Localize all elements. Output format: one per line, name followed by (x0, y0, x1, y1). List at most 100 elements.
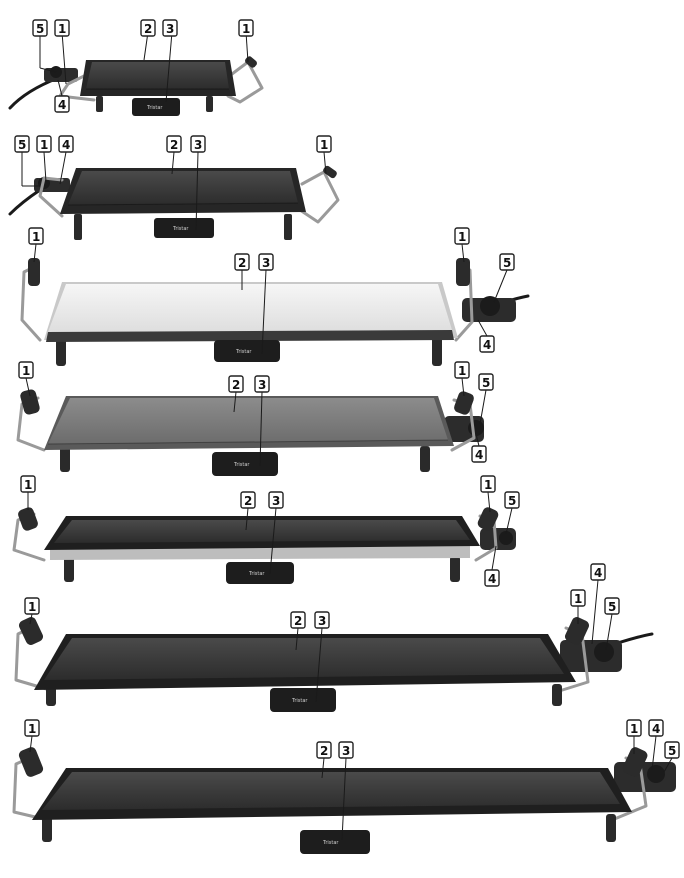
svg-text:1: 1 (574, 592, 582, 606)
griddle-model-5: Tristar (12, 507, 516, 584)
power-cord (8, 76, 60, 110)
callout-1: 1 (20, 475, 36, 493)
plate-edge (67, 202, 299, 206)
callout-4: 4 (648, 719, 664, 737)
callout-4: 4 (471, 445, 487, 463)
svg-text:2: 2 (320, 744, 328, 758)
callout-3: 3 (190, 135, 206, 153)
callout-2: 2 (166, 135, 182, 153)
svg-text:4: 4 (594, 566, 602, 580)
callout-2: 2 (240, 491, 256, 509)
callout-5: 5 (604, 597, 620, 615)
callout-3: 3 (268, 491, 284, 509)
plate-base (46, 330, 454, 342)
svg-text:3: 3 (342, 744, 350, 758)
callout-4: 4 (479, 335, 495, 353)
svg-text:5: 5 (503, 256, 511, 270)
svg-text:1: 1 (32, 230, 40, 244)
grill-plate (48, 284, 452, 332)
callout-3: 3 (162, 19, 178, 37)
griddle-model-4: Tristar (16, 389, 484, 476)
leg (432, 334, 442, 366)
callout-1: 1 (570, 589, 586, 607)
svg-text:3: 3 (166, 22, 174, 36)
drip-tray (300, 830, 370, 854)
leg (56, 334, 66, 366)
svg-text:3: 3 (318, 614, 326, 628)
callout-1: 1 (24, 597, 40, 615)
svg-text:4: 4 (652, 722, 660, 736)
svg-text:2: 2 (232, 378, 240, 392)
handle-grip (28, 258, 40, 286)
brand-logo: Tristar (235, 349, 252, 355)
callout-1: 1 (454, 361, 470, 379)
brand-logo: Tristar (233, 462, 250, 468)
brand-logo: Tristar (172, 226, 189, 232)
svg-text:1: 1 (320, 138, 328, 152)
callout-1: 1 (18, 361, 34, 379)
handle-grip (454, 391, 474, 415)
power-cord (8, 188, 42, 216)
svg-text:1: 1 (458, 364, 466, 378)
brand-logo: Tristar (291, 698, 308, 704)
callouts: 5 1 4 2 3 1 5 1 4 2 3 1 1 2 3 1 5 4 1 2 … (14, 19, 680, 759)
brand-logo: Tristar (146, 105, 163, 111)
svg-text:5: 5 (36, 22, 44, 36)
callout-5: 5 (14, 135, 30, 153)
callout-1: 1 (28, 227, 44, 245)
svg-text:2: 2 (238, 256, 246, 270)
callout-1: 1 (24, 719, 40, 737)
callout-2: 2 (228, 375, 244, 393)
svg-text:1: 1 (28, 722, 36, 736)
svg-text:4: 4 (475, 448, 483, 462)
svg-text:5: 5 (18, 138, 26, 152)
handle-left (58, 72, 96, 102)
handle-grip (456, 258, 470, 286)
grill-plate (42, 772, 620, 810)
svg-text:4: 4 (488, 572, 496, 586)
callout-1: 1 (480, 475, 496, 493)
callout-1: 1 (454, 227, 470, 245)
grill-plate (86, 62, 229, 89)
leader-lines (21, 31, 673, 841)
handle-grip (18, 507, 38, 531)
thermostat-knob (594, 642, 614, 662)
callout-1: 1 (36, 135, 52, 153)
griddle-model-1: Tristar (8, 56, 264, 116)
griddle-model-6: Tristar (14, 617, 654, 712)
callout-2: 2 (140, 19, 156, 37)
brand-logo: Tristar (248, 571, 265, 577)
svg-text:2: 2 (294, 614, 302, 628)
drip-tray (212, 452, 278, 476)
callout-3: 3 (258, 253, 274, 271)
callout-3: 3 (254, 375, 270, 393)
leg (74, 214, 82, 240)
callout-3: 3 (314, 611, 330, 629)
svg-text:4: 4 (483, 338, 491, 352)
callout-1: 1 (626, 719, 642, 737)
handle-grip (245, 56, 257, 68)
svg-text:1: 1 (484, 478, 492, 492)
svg-text:3: 3 (262, 256, 270, 270)
handle-grip (18, 747, 44, 777)
grill-plate (44, 638, 564, 680)
svg-text:1: 1 (22, 364, 30, 378)
callout-5: 5 (499, 253, 515, 271)
svg-text:3: 3 (272, 494, 280, 508)
drip-tray (132, 98, 180, 116)
drip-tray (226, 562, 294, 584)
svg-text:1: 1 (40, 138, 48, 152)
drip-tray (154, 218, 214, 238)
leg (96, 96, 103, 112)
svg-text:1: 1 (242, 22, 250, 36)
callout-4: 4 (58, 135, 74, 153)
brand-logo: Tristar (322, 840, 339, 846)
svg-text:5: 5 (668, 744, 676, 758)
leg (64, 556, 74, 582)
handle-grip (18, 617, 44, 645)
handle-grip (20, 389, 40, 415)
griddle-model-2: Tristar (8, 165, 340, 240)
handle-grip (564, 617, 590, 645)
handle-grip (477, 507, 499, 531)
callout-1: 1 (54, 19, 70, 37)
